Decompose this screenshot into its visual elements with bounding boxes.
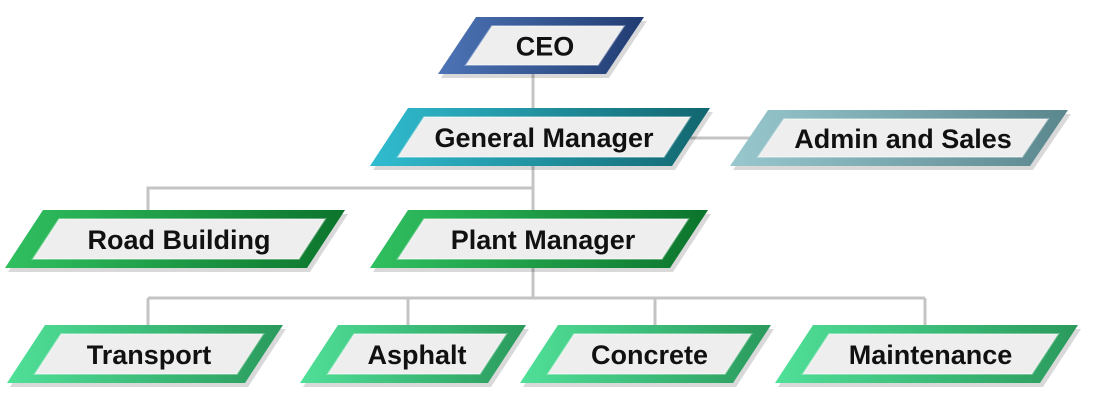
node-box bbox=[756, 118, 1050, 158]
connector-gm-level2 bbox=[146, 166, 535, 210]
node-box bbox=[396, 218, 690, 260]
node-admin-sales: Admin and Sales bbox=[730, 110, 1071, 170]
node-box bbox=[801, 333, 1060, 375]
node-concrete: Concrete bbox=[520, 325, 774, 387]
node-box bbox=[33, 333, 265, 375]
node-general-manager: General Manager bbox=[370, 108, 713, 170]
node-label: CEO bbox=[516, 32, 575, 62]
node-label: Road Building bbox=[88, 225, 271, 255]
node-label: Maintenance bbox=[849, 340, 1013, 370]
node-label: Transport bbox=[87, 340, 212, 370]
node-box bbox=[396, 116, 692, 158]
node-label: Admin and Sales bbox=[794, 124, 1012, 154]
node-box bbox=[31, 218, 327, 260]
node-road-building: Road Building bbox=[5, 210, 348, 272]
node-ceo: CEO bbox=[438, 17, 647, 78]
connectors bbox=[146, 74, 927, 325]
node-plant-manager: Plant Manager bbox=[370, 210, 711, 272]
node-label: General Manager bbox=[434, 123, 654, 153]
node-box bbox=[464, 25, 626, 66]
node-box bbox=[546, 333, 753, 375]
connector-plant-level3 bbox=[146, 268, 927, 325]
node-label: Concrete bbox=[591, 340, 708, 370]
node-transport: Transport bbox=[7, 325, 286, 387]
node-maintenance: Maintenance bbox=[775, 325, 1081, 387]
node-asphalt: Asphalt bbox=[300, 325, 529, 387]
node-box bbox=[326, 333, 508, 375]
node-label: Plant Manager bbox=[451, 225, 636, 255]
node-label: Asphalt bbox=[367, 340, 466, 370]
